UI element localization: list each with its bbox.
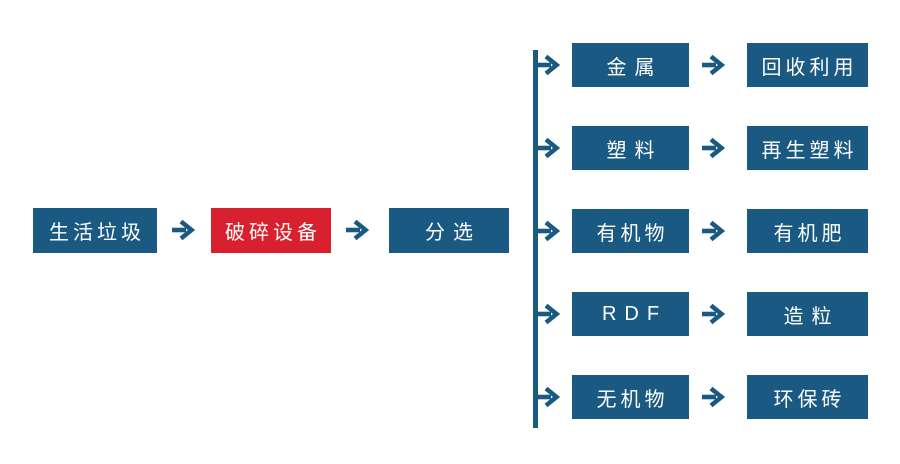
node-inorganic-matter: 无机物	[572, 375, 689, 419]
arrow-right-icon	[537, 303, 561, 325]
node-label: 分选	[425, 222, 481, 244]
arrow-right-icon	[702, 220, 726, 242]
node-organic-matter: 有机物	[572, 209, 689, 253]
node-label: 无机物	[596, 388, 669, 411]
arrow-right-icon	[702, 386, 726, 408]
arrow-right-icon	[172, 219, 196, 241]
node-rdf: RDF	[572, 292, 689, 336]
arrow-right-icon	[702, 137, 726, 159]
node-label: 生活垃圾	[49, 222, 145, 244]
node-label: 回收利用	[761, 56, 858, 79]
arrow-right-icon	[537, 137, 561, 159]
node-metal: 金属	[572, 43, 689, 87]
node-eco-brick: 环保砖	[747, 375, 868, 419]
arrow-right-icon	[702, 303, 726, 325]
arrow-right-icon	[537, 220, 561, 242]
node-recycled-plastic: 再生塑料	[747, 126, 868, 170]
arrow-right-icon	[537, 54, 561, 76]
node-label: 破碎设备	[225, 222, 321, 244]
node-label: 塑料	[606, 139, 663, 162]
node-label: 再生塑料	[761, 139, 858, 162]
node-crushing-equipment: 破碎设备	[211, 208, 331, 253]
node-granulation: 造粒	[747, 292, 868, 336]
arrow-right-icon	[702, 54, 726, 76]
arrow-right-icon	[537, 386, 561, 408]
node-plastic: 塑料	[572, 126, 689, 170]
arrow-right-icon	[346, 219, 370, 241]
node-label: 有机物	[596, 222, 669, 245]
node-label: 造粒	[783, 305, 840, 328]
node-label: 有机肥	[773, 222, 846, 245]
node-organic-fertilizer: 有机肥	[747, 209, 868, 253]
node-label: RDF	[601, 302, 668, 325]
node-household-waste: 生活垃圾	[33, 208, 157, 253]
node-recycling: 回收利用	[747, 43, 868, 87]
node-sorting: 分选	[389, 208, 509, 253]
branch-connector-line	[533, 50, 538, 428]
node-label: 金属	[606, 56, 663, 79]
node-label: 环保砖	[773, 388, 846, 411]
